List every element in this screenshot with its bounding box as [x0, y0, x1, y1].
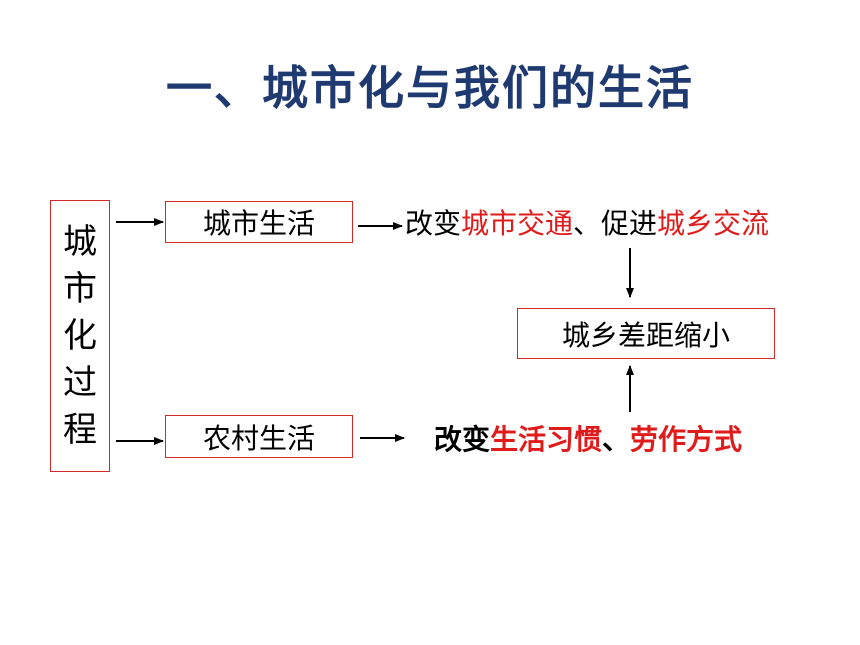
rural-effect-text: 改变生活习惯、劳作方式	[434, 418, 742, 458]
rural-effect-highlight-labor: 劳作方式	[630, 423, 743, 456]
urban-life-box: 城市生活	[165, 201, 353, 243]
urbanization-process-box: 城 市 化 过 程	[50, 200, 110, 472]
page-title: 一、城市化与我们的生活	[166, 61, 694, 115]
urban-effect-prefix: 改变	[405, 207, 462, 240]
urban-effect-text: 改变城市交通、促进城乡交流	[405, 202, 769, 242]
urban-effect-separator: 、促进	[573, 207, 658, 240]
urban-effect-highlight-traffic: 城市交通	[461, 207, 574, 240]
urban-life-label: 城市生活	[202, 207, 315, 240]
urban-effect-highlight-exchange: 城乡交流	[657, 207, 770, 240]
process-char: 市	[63, 268, 97, 309]
process-char: 城	[63, 221, 97, 262]
gap-label: 城乡差距缩小	[561, 318, 730, 352]
process-char: 过	[63, 362, 97, 403]
rural-effect-prefix: 改变	[434, 423, 491, 456]
rural-life-label: 农村生活	[202, 421, 315, 455]
process-char: 化	[63, 315, 97, 356]
rural-effect-highlight-habits: 生活习惯	[490, 423, 603, 456]
urban-rural-gap-box: 城乡差距缩小	[517, 308, 775, 359]
rural-life-box: 农村生活	[165, 415, 353, 458]
rural-effect-separator: 、	[602, 423, 631, 456]
process-char: 程	[63, 409, 97, 450]
